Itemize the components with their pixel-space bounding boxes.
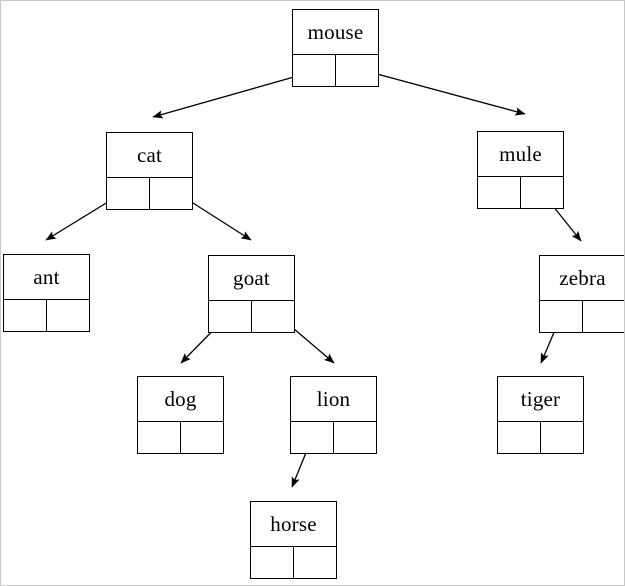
node-label: cat bbox=[107, 133, 192, 178]
left-pointer-cell bbox=[540, 301, 583, 332]
right-pointer-cell bbox=[334, 422, 377, 453]
node-pointer-cells bbox=[293, 55, 378, 86]
node-pointer-cells bbox=[138, 422, 223, 453]
node-label: mouse bbox=[293, 10, 378, 55]
right-pointer-cell bbox=[583, 301, 625, 332]
node-pointer-cells bbox=[209, 301, 294, 332]
edge-mouse-to-cat bbox=[152, 70, 316, 119]
right-pointer-cell bbox=[521, 177, 564, 208]
right-pointer-cell bbox=[47, 300, 90, 331]
tree-node-zebra[interactable]: zebra bbox=[539, 255, 625, 333]
right-pointer-cell bbox=[150, 178, 193, 209]
tree-node-dog[interactable]: dog bbox=[137, 376, 224, 454]
tree-node-ant[interactable]: ant bbox=[3, 254, 90, 332]
tree-node-mule[interactable]: mule bbox=[477, 131, 564, 209]
edge-mouse-to-mule bbox=[354, 67, 526, 116]
tree-node-tiger[interactable]: tiger bbox=[497, 376, 584, 454]
left-pointer-cell bbox=[478, 177, 521, 208]
node-label: ant bbox=[4, 255, 89, 300]
right-pointer-cell bbox=[294, 547, 337, 578]
left-pointer-cell bbox=[293, 55, 336, 86]
right-pointer-cell bbox=[181, 422, 224, 453]
tree-node-horse[interactable]: horse bbox=[250, 501, 337, 579]
node-label: tiger bbox=[498, 377, 583, 422]
left-pointer-cell bbox=[498, 422, 541, 453]
right-pointer-cell bbox=[336, 55, 379, 86]
tree-node-lion[interactable]: lion bbox=[290, 376, 377, 454]
node-label: mule bbox=[478, 132, 563, 177]
right-pointer-cell bbox=[252, 301, 295, 332]
node-label: goat bbox=[209, 256, 294, 301]
node-pointer-cells bbox=[291, 422, 376, 453]
node-label: horse bbox=[251, 502, 336, 547]
node-pointer-cells bbox=[251, 547, 336, 578]
node-label: lion bbox=[291, 377, 376, 422]
left-pointer-cell bbox=[209, 301, 252, 332]
left-pointer-cell bbox=[251, 547, 294, 578]
node-pointer-cells bbox=[498, 422, 583, 453]
left-pointer-cell bbox=[291, 422, 334, 453]
left-pointer-cell bbox=[107, 178, 150, 209]
tree-node-mouse[interactable]: mouse bbox=[292, 9, 379, 87]
node-label: dog bbox=[138, 377, 223, 422]
node-pointer-cells bbox=[478, 177, 563, 208]
left-pointer-cell bbox=[138, 422, 181, 453]
node-pointer-cells bbox=[107, 178, 192, 209]
tree-node-goat[interactable]: goat bbox=[208, 255, 295, 333]
right-pointer-cell bbox=[541, 422, 584, 453]
left-pointer-cell bbox=[4, 300, 47, 331]
node-pointer-cells bbox=[4, 300, 89, 331]
node-pointer-cells bbox=[540, 301, 625, 332]
node-label: zebra bbox=[540, 256, 624, 301]
tree-node-cat[interactable]: cat bbox=[106, 132, 193, 210]
